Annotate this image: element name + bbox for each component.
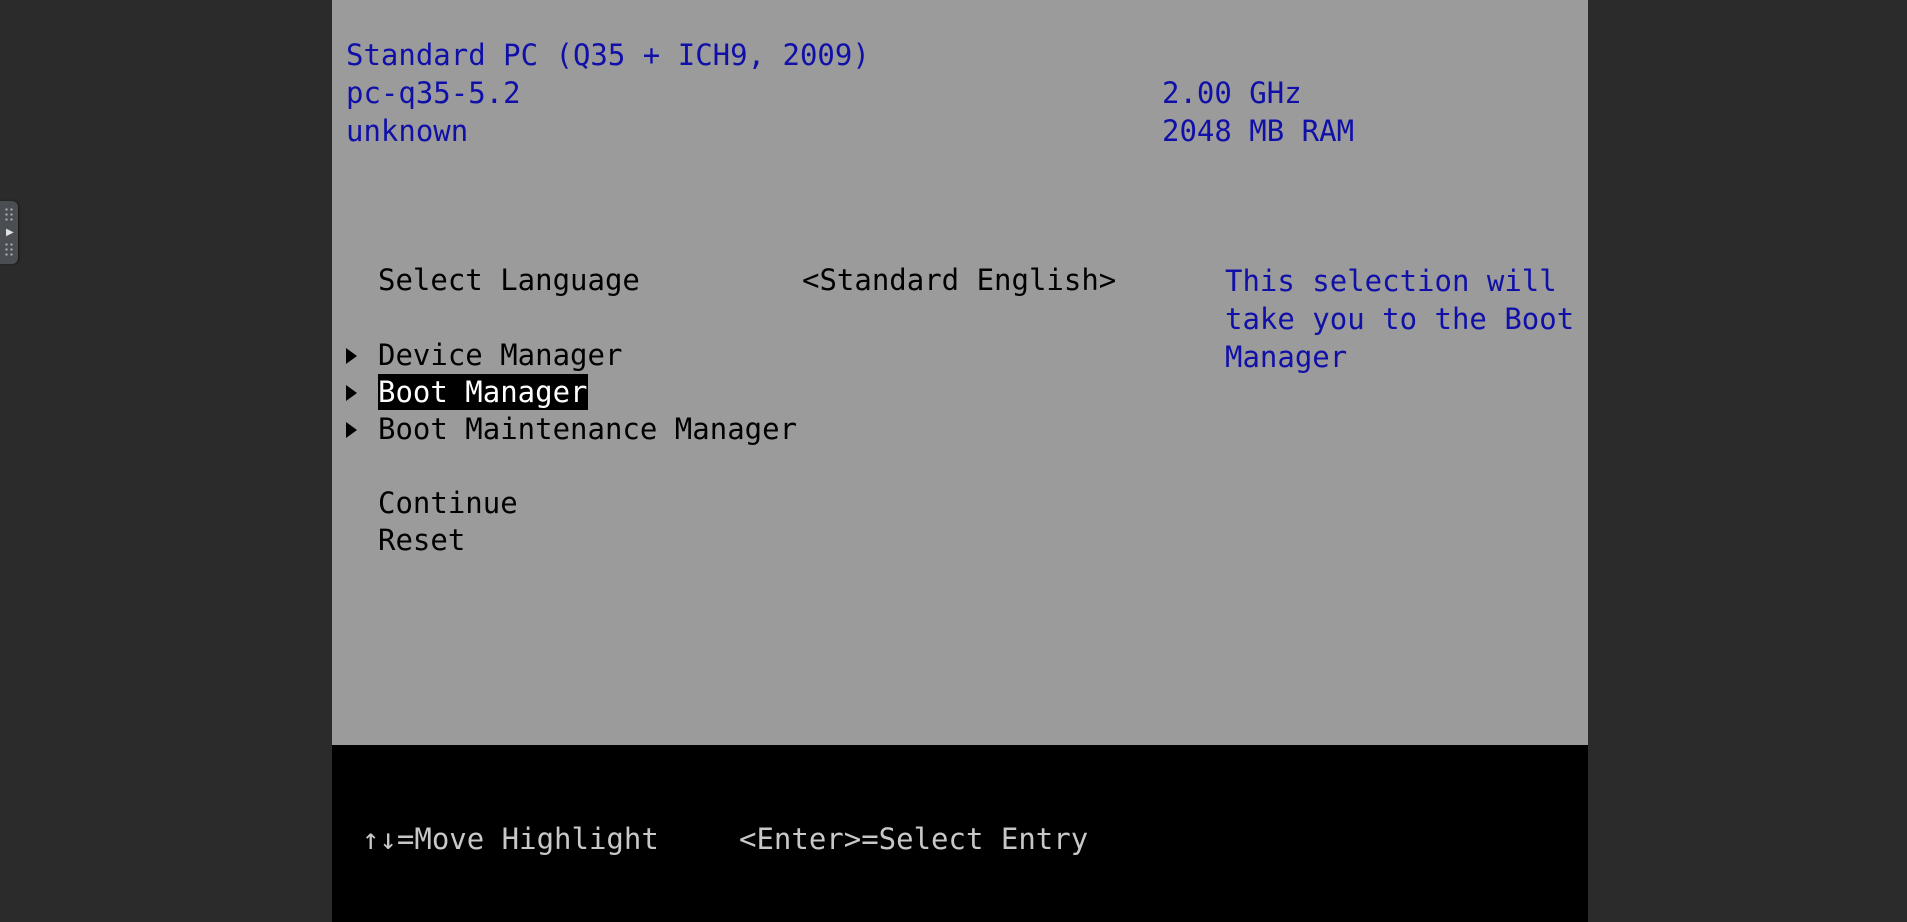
help-text: This selection will take you to the Boot… [1225,264,1575,374]
cpu-speed: 2.00 GHz [1162,76,1302,110]
bios-main-area: Standard PC (Q35 + ICH9, 2009) pc-q35-5.… [332,0,1588,745]
side-panel-toggle[interactable]: ▶ [0,201,18,264]
language-value[interactable]: <Standard English> [802,263,1117,297]
memory-size: 2048 MB RAM [1162,114,1355,148]
select-language-label[interactable]: Select Language [378,263,640,297]
system-title: Standard PC (Q35 + ICH9, 2009) [346,38,870,72]
grip-dots-icon [4,242,14,258]
system-board: pc-q35-5.2 [346,76,521,110]
system-serial: unknown [346,114,469,148]
triangle-right-icon [346,348,357,364]
menu-item-reset[interactable]: Reset [378,523,466,557]
move-highlight-hint: ↑↓=Move Highlight [362,822,659,856]
grip-dots-icon [4,207,14,223]
menu-item-label: Boot Maintenance Manager [378,412,798,446]
menu-item-label: Boot Manager [378,374,588,410]
chevron-right-icon: ▶ [6,227,14,238]
triangle-right-icon [346,385,357,401]
vm-console-screen[interactable]: Standard PC (Q35 + ICH9, 2009) pc-q35-5.… [332,0,1588,922]
triangle-right-icon [346,422,357,438]
menu-item-continue[interactable]: Continue [378,486,518,520]
menu-item-label: Device Manager [378,338,623,372]
select-entry-hint: <Enter>=Select Entry [739,822,1089,856]
key-hint-bar [332,745,1588,922]
